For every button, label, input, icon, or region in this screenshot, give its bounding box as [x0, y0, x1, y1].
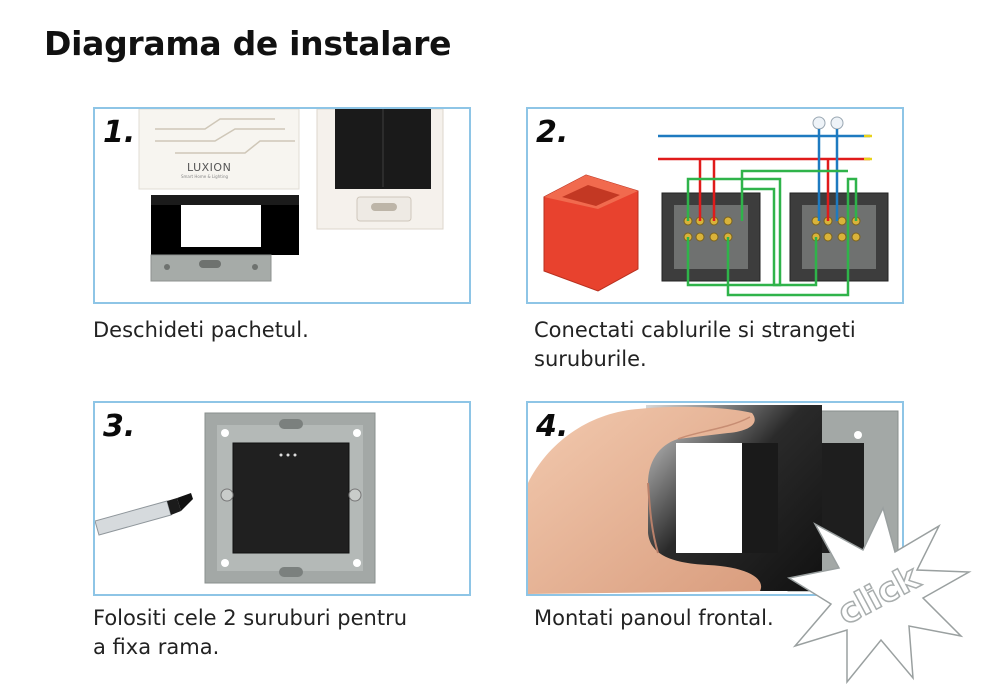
step-1-caption-line: Deschideti pachetul. — [93, 318, 309, 342]
screwdriver-icon — [95, 493, 193, 536]
step-1-number: 1. — [103, 115, 136, 150]
click-starburst: click — [786, 505, 972, 685]
box-logo: LUXION — [187, 161, 232, 174]
step-3-caption-line: a fixa rama. — [93, 635, 220, 659]
step-2-number: 2. — [536, 115, 569, 150]
step-4-illustration — [528, 405, 899, 594]
step-3-number: 3. — [103, 409, 136, 444]
step-3-caption: Folositi cele 2 suruburi pentru a fixa r… — [93, 604, 407, 662]
step-2-wiring-diagram — [543, 116, 889, 297]
step-1-panel: 1. LUXION Smart Home & Lighting — [93, 107, 471, 304]
page-title: Diagrama de instalare — [44, 24, 452, 63]
step-2-caption: Conectati cablurile si strangeti surubur… — [534, 316, 856, 374]
bulb-icon — [812, 116, 826, 130]
step-1-illustration — [138, 109, 444, 282]
step-1-caption: Deschideti pachetul. — [93, 316, 309, 345]
screw-icon — [348, 488, 362, 502]
hand-icon — [528, 406, 762, 594]
step-4-caption: Montati panoul frontal. — [534, 604, 774, 633]
switch-module — [232, 442, 350, 554]
step-2-panel: 2. — [526, 107, 904, 304]
step-4-number: 4. — [536, 409, 569, 444]
step-2-caption-line: suruburile. — [534, 347, 647, 371]
mounting-box-red — [543, 174, 639, 292]
box-logo-subtitle: Smart Home & Lighting — [181, 174, 229, 179]
step-3-caption-line: Folositi cele 2 suruburi pentru — [93, 606, 408, 630]
green-wires — [686, 169, 858, 297]
step-3-illustration — [95, 412, 376, 584]
step-4-caption-line: Montati panoul frontal. — [534, 606, 774, 630]
package-box — [138, 109, 300, 190]
bulb-icon — [830, 116, 844, 130]
step-2-caption-line: Conectati cablurile si strangeti — [534, 318, 856, 342]
screw-icon — [220, 488, 234, 502]
step-3-panel: 3. — [93, 401, 471, 596]
